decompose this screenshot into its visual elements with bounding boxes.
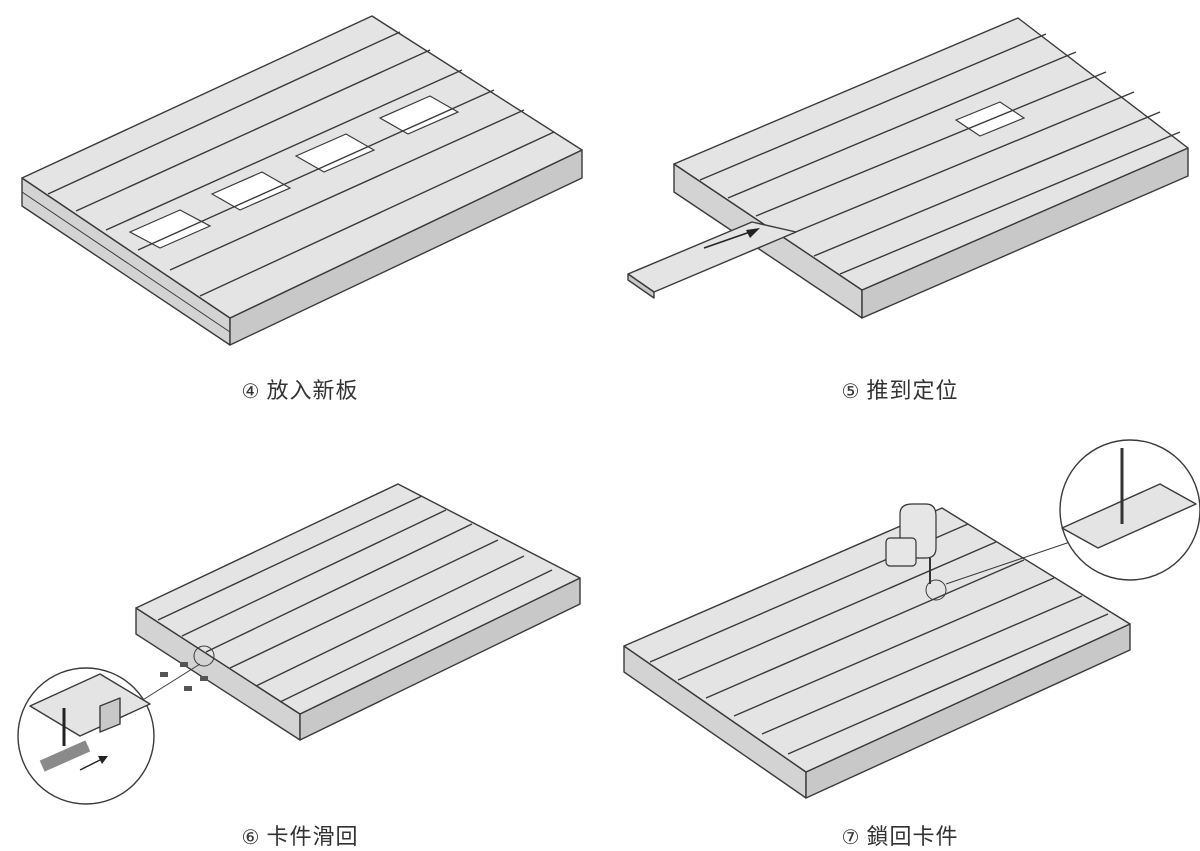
step-6-illustration bbox=[17, 483, 581, 805]
step-7-number: ⑦ bbox=[841, 825, 861, 849]
step-5-illustration bbox=[627, 17, 1189, 319]
step-6-label: 卡件滑回 bbox=[266, 825, 359, 850]
step-7-label: 鎖回卡件 bbox=[866, 825, 959, 850]
step-4-illustration bbox=[21, 15, 583, 346]
step-4-number: ④ bbox=[241, 379, 261, 403]
step-5-label: 推到定位 bbox=[866, 379, 959, 404]
step-6-number: ⑥ bbox=[241, 825, 261, 849]
step-5-number: ⑤ bbox=[841, 379, 861, 403]
step-7-illustration bbox=[623, 439, 1200, 799]
step-4-label: 放入新板 bbox=[266, 379, 359, 404]
